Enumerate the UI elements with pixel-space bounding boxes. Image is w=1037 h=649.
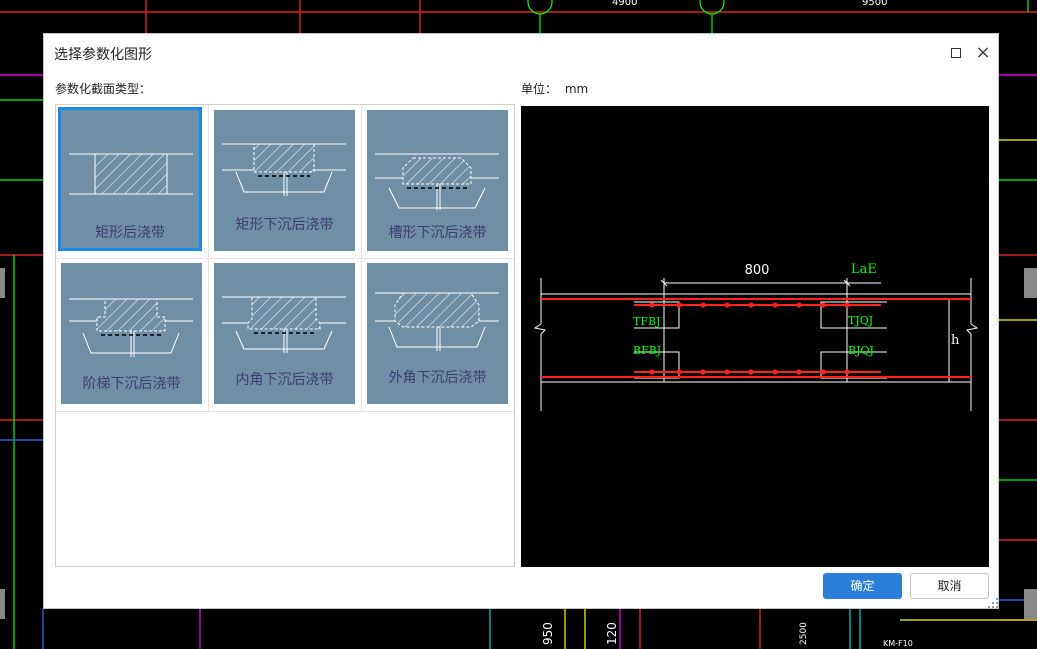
rebar-dot	[748, 302, 754, 308]
height-label: h	[951, 333, 960, 348]
close-button[interactable]: ×	[974, 44, 992, 62]
svg-text:2500: 2500	[799, 622, 809, 645]
outer-corner-sunken-post-pour-icon	[375, 292, 499, 351]
preview-drawing: 800 LaE TFBJ BFBJ TJQJ BJQJ h	[533, 262, 979, 411]
unit-value: mm	[564, 82, 589, 96]
unit-label: 单位： mm	[521, 80, 588, 97]
svg-text:9500: 9500	[862, 0, 887, 8]
shape-channel-sunken-post-pour[interactable]: 槽形下沉后浇带	[362, 105, 514, 257]
dialog-title: 选择参数化图形	[54, 47, 152, 63]
inner-corner-sunken-post-pour-icon	[222, 296, 346, 353]
maximize-icon	[951, 48, 961, 58]
shape-label: 内角下沉后浇带	[235, 372, 334, 388]
shape-step-sunken-post-pour[interactable]: 阶梯下沉后浇带	[56, 258, 208, 410]
maximize-button[interactable]	[947, 44, 965, 62]
rebar-dot	[649, 302, 655, 308]
step-sunken-post-pour-icon	[69, 298, 193, 357]
section-type-label: 参数化截面类型：	[55, 82, 152, 96]
rebar-dot	[844, 369, 850, 375]
tfbj-label: TFBJ	[633, 315, 660, 328]
channel-sunken-post-pour-icon	[375, 153, 499, 210]
bfbj-label: BFBJ	[633, 344, 661, 357]
cancel-button[interactable]: 取消	[910, 573, 989, 599]
rebar-dot	[649, 369, 655, 375]
rebar-dot	[724, 369, 730, 375]
resize-grip-icon[interactable]	[988, 598, 998, 608]
svg-text:4900: 4900	[612, 0, 637, 8]
shape-rect-sunken-post-pour[interactable]: 矩形下沉后浇带	[209, 105, 361, 257]
rebar-dot	[724, 302, 730, 308]
bjqj-label: BJQJ	[848, 344, 874, 357]
dimension-label: 800	[745, 263, 770, 278]
svg-text:950: 950	[541, 622, 555, 645]
rebar-dot	[844, 302, 850, 308]
shape-label: 矩形后浇带	[95, 225, 165, 241]
rect-sunken-post-pour-icon	[222, 143, 346, 196]
shape-label: 阶梯下沉后浇带	[82, 376, 181, 392]
rebar-dots	[649, 302, 850, 375]
close-icon: ×	[975, 42, 991, 63]
rebar-dot	[820, 302, 826, 308]
shape-outer-corner-sunken-post-pour[interactable]: 外角下沉后浇带	[362, 258, 514, 410]
rebar-dot	[820, 369, 826, 375]
unit-caption: 单位：	[521, 82, 558, 96]
rebar-dot	[772, 369, 778, 375]
shape-inner-corner-sunken-post-pour[interactable]: 内角下沉后浇带	[209, 258, 361, 410]
rebar-dot	[772, 302, 778, 308]
shape-gallery: 矩形后浇带 矩形下沉后浇带	[55, 104, 515, 567]
rebar-dot	[700, 369, 706, 375]
tjqj-label: TJQJ	[848, 314, 873, 327]
rebar-dot	[796, 369, 802, 375]
shape-label: 外角下沉后浇带	[388, 370, 487, 386]
rebar-dot	[676, 369, 682, 375]
rebar-dot	[796, 302, 802, 308]
svg-text:120: 120	[605, 622, 619, 645]
rebar-dot	[748, 369, 754, 375]
shape-rect-post-pour[interactable]: 矩形后浇带	[56, 105, 208, 257]
rect-post-pour-icon	[69, 153, 193, 195]
rebar-dot	[676, 302, 682, 308]
svg-text:KM-F10: KM-F10	[883, 639, 913, 648]
rebar-dot	[700, 302, 706, 308]
select-parametric-shape-dialog: 选择参数化图形 × 参数化截面类型： 单位： mm 矩形后浇带	[43, 33, 999, 609]
section-preview: 800 LaE TFBJ BFBJ TJQJ BJQJ h	[521, 106, 989, 567]
lap-label: LaE	[851, 262, 877, 277]
shape-label: 槽形下沉后浇带	[388, 225, 487, 241]
shape-label: 矩形下沉后浇带	[235, 217, 334, 233]
ok-button[interactable]: 确定	[823, 573, 902, 599]
